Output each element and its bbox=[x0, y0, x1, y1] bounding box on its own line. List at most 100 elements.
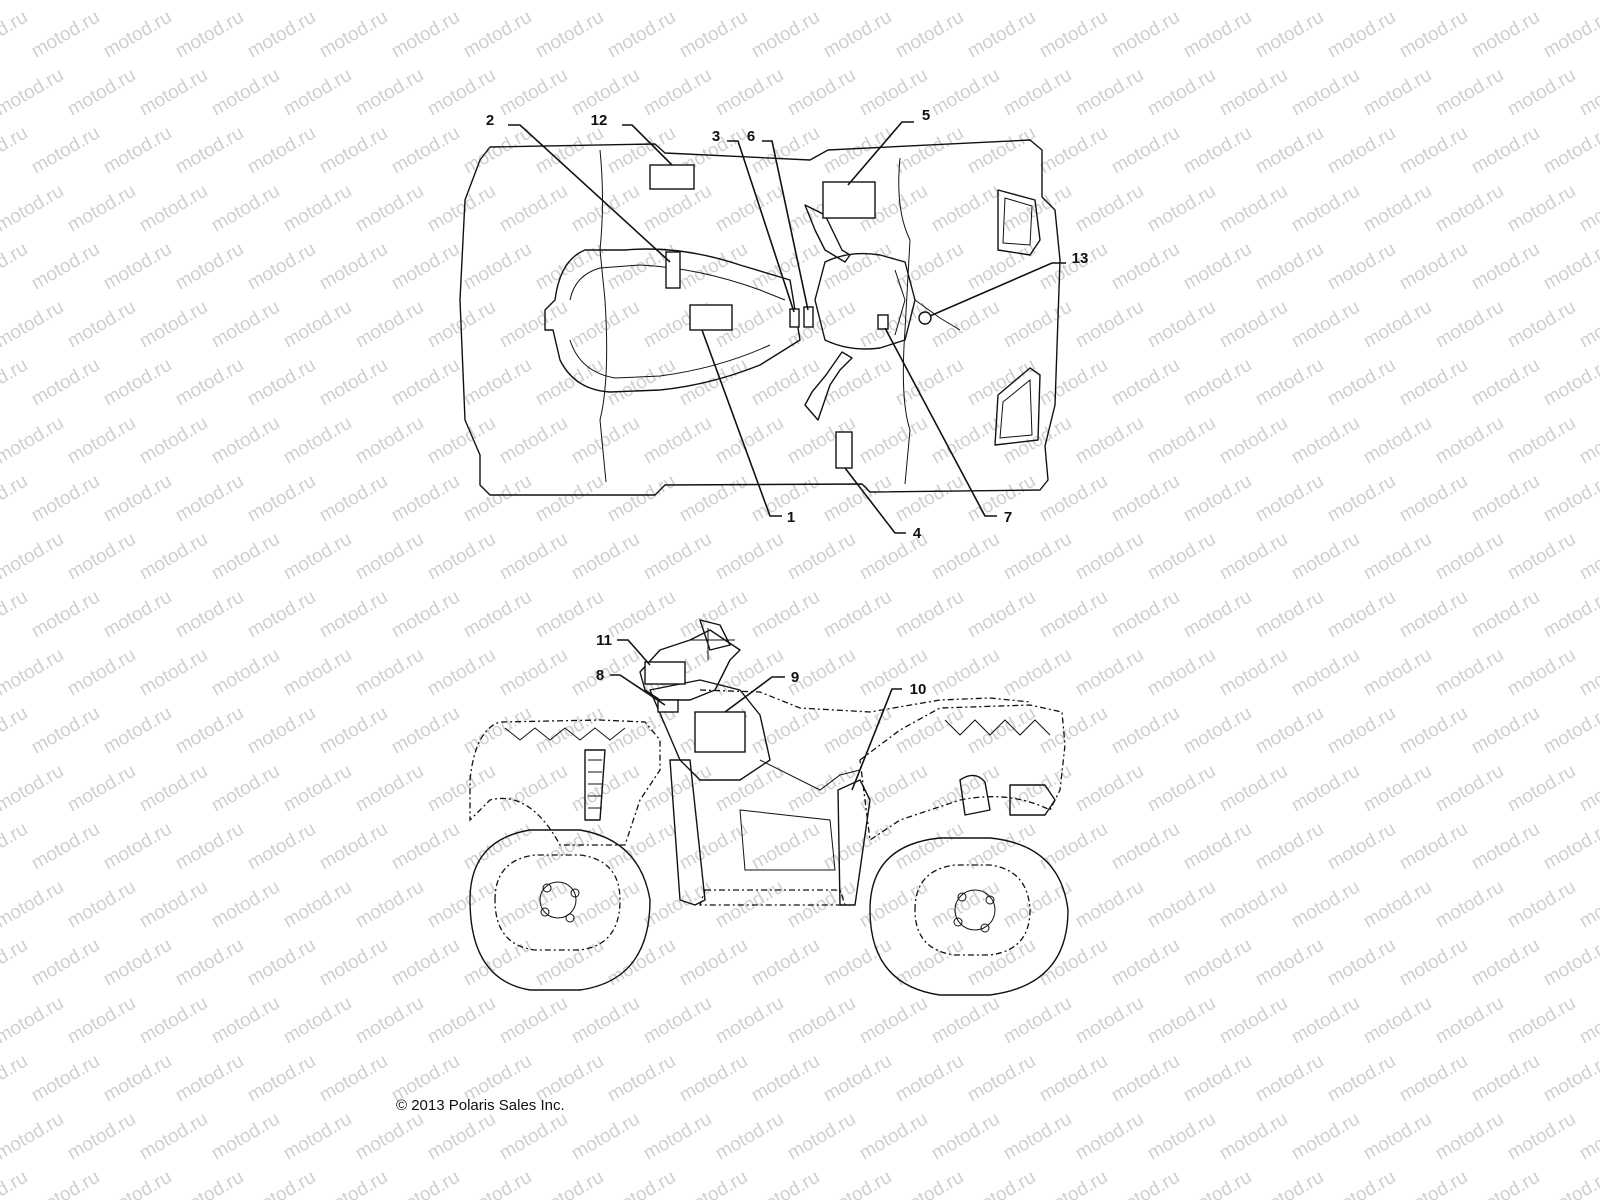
watermark-text: motod.ru bbox=[100, 471, 175, 527]
watermark-text: motod.ru bbox=[136, 413, 211, 469]
watermark-text: motod.ru bbox=[1468, 239, 1543, 295]
watermark-text: motod.ru bbox=[928, 181, 1003, 237]
watermark-text: motod.ru bbox=[388, 355, 463, 411]
watermark-text: motod.ru bbox=[1180, 1051, 1255, 1107]
watermark-text: motod.ru bbox=[1252, 239, 1327, 295]
watermark-text: motod.ru bbox=[676, 1051, 751, 1107]
watermark-text: motod.ru bbox=[1540, 7, 1600, 63]
watermark-text: motod.ru bbox=[964, 703, 1039, 759]
watermark-text: motod.ru bbox=[856, 65, 931, 121]
watermark-text: motod.ru bbox=[1432, 761, 1507, 817]
watermark-text: motod.ru bbox=[244, 123, 319, 179]
watermark-text: motod.ru bbox=[0, 123, 31, 179]
watermark-text: motod.ru bbox=[856, 761, 931, 817]
watermark-text: motod.ru bbox=[244, 587, 319, 643]
watermark-text: motod.ru bbox=[1504, 529, 1579, 585]
watermark-text: motod.ru bbox=[388, 587, 463, 643]
watermark-text: motod.ru bbox=[280, 877, 355, 933]
watermark-text: motod.ru bbox=[1576, 0, 1600, 4]
watermark-text: motod.ru bbox=[424, 529, 499, 585]
watermark-text: motod.ru bbox=[28, 355, 103, 411]
watermark-text: motod.ru bbox=[1324, 819, 1399, 875]
watermark-text: motod.ru bbox=[1576, 297, 1600, 353]
watermark-text: motod.ru bbox=[892, 471, 967, 527]
watermark-text: motod.ru bbox=[748, 1051, 823, 1107]
watermark-text: motod.ru bbox=[0, 471, 31, 527]
watermark-text: motod.ru bbox=[1396, 1051, 1471, 1107]
watermark-text: motod.ru bbox=[136, 65, 211, 121]
watermark-text: motod.ru bbox=[280, 181, 355, 237]
watermark-text: motod.ru bbox=[1252, 123, 1327, 179]
watermark-text: motod.ru bbox=[316, 123, 391, 179]
watermark-text: motod.ru bbox=[892, 7, 967, 63]
watermark-text: motod.ru bbox=[1252, 703, 1327, 759]
watermark-text: motod.ru bbox=[1324, 239, 1399, 295]
watermark-text: motod.ru bbox=[892, 819, 967, 875]
callout-7-label: 7 bbox=[1004, 509, 1012, 526]
watermark-text: motod.ru bbox=[1072, 65, 1147, 121]
watermark-text: motod.ru bbox=[136, 761, 211, 817]
watermark-text: motod.ru bbox=[892, 1051, 967, 1107]
watermark-text: motod.ru bbox=[532, 819, 607, 875]
decal-5 bbox=[822, 181, 876, 219]
watermark-text: motod.ru bbox=[1432, 993, 1507, 1049]
watermark-text: motod.ru bbox=[1540, 1051, 1600, 1107]
watermark-text: motod.ru bbox=[1252, 1167, 1327, 1200]
watermark-text: motod.ru bbox=[640, 1109, 715, 1165]
watermark-text: motod.ru bbox=[640, 65, 715, 121]
watermark-text: motod.ru bbox=[1252, 471, 1327, 527]
watermark-text: motod.ru bbox=[460, 703, 535, 759]
watermark-text: motod.ru bbox=[460, 587, 535, 643]
watermark-text: motod.ru bbox=[1036, 1167, 1111, 1200]
callout-8-label: 8 bbox=[596, 667, 604, 684]
watermark-text: motod.ru bbox=[1504, 65, 1579, 121]
watermark-text: motod.ru bbox=[964, 935, 1039, 991]
watermark-text: motod.ru bbox=[604, 1167, 679, 1200]
decal-2 bbox=[665, 251, 681, 289]
watermark-text: motod.ru bbox=[1288, 761, 1363, 817]
watermark-text: motod.ru bbox=[604, 935, 679, 991]
watermark-text: motod.ru bbox=[1360, 65, 1435, 121]
watermark-text: motod.ru bbox=[568, 529, 643, 585]
watermark-text: motod.ru bbox=[820, 819, 895, 875]
watermark-text: motod.ru bbox=[1504, 877, 1579, 933]
watermark-text: motod.ru bbox=[1000, 877, 1075, 933]
watermark-text: motod.ru bbox=[1576, 877, 1600, 933]
watermark-text: motod.ru bbox=[460, 7, 535, 63]
watermark-text: motod.ru bbox=[1324, 471, 1399, 527]
watermark-text: motod.ru bbox=[1540, 819, 1600, 875]
watermark-text: motod.ru bbox=[712, 181, 787, 237]
callout-4: 4 bbox=[844, 467, 922, 542]
watermark-text: motod.ru bbox=[1108, 935, 1183, 991]
watermark-text: motod.ru bbox=[496, 297, 571, 353]
watermark-text: motod.ru bbox=[352, 413, 427, 469]
watermark-text: motod.ru bbox=[568, 877, 643, 933]
watermark-text: motod.ru bbox=[388, 1167, 463, 1200]
watermark-text: motod.ru bbox=[820, 7, 895, 63]
watermark-text: motod.ru bbox=[1576, 761, 1600, 817]
watermark-text: motod.ru bbox=[424, 993, 499, 1049]
watermark-text: motod.ru bbox=[712, 0, 787, 4]
watermark-text: motod.ru bbox=[136, 993, 211, 1049]
watermark-text: motod.ru bbox=[532, 471, 607, 527]
watermark-text: motod.ru bbox=[64, 645, 139, 701]
watermark-text: motod.ru bbox=[352, 297, 427, 353]
watermark-text: motod.ru bbox=[352, 65, 427, 121]
watermark-text: motod.ru bbox=[1360, 645, 1435, 701]
watermark-text: motod.ru bbox=[1432, 413, 1507, 469]
watermark-text: motod.ru bbox=[1360, 413, 1435, 469]
watermark-text: motod.ru bbox=[136, 645, 211, 701]
watermark-text: motod.ru bbox=[676, 7, 751, 63]
watermark-text: motod.ru bbox=[1288, 297, 1363, 353]
watermark-text: motod.ru bbox=[1252, 355, 1327, 411]
watermark-text: motod.ru bbox=[244, 935, 319, 991]
watermark-text: motod.ru bbox=[136, 297, 211, 353]
watermark-text: motod.ru bbox=[172, 587, 247, 643]
watermark-text: motod.ru bbox=[100, 819, 175, 875]
watermark-text: motod.ru bbox=[964, 123, 1039, 179]
watermark-text: motod.ru bbox=[604, 355, 679, 411]
callout-5-label: 5 bbox=[922, 107, 930, 124]
watermark-text: motod.ru bbox=[1396, 1167, 1471, 1200]
watermark-text: motod.ru bbox=[0, 413, 67, 469]
